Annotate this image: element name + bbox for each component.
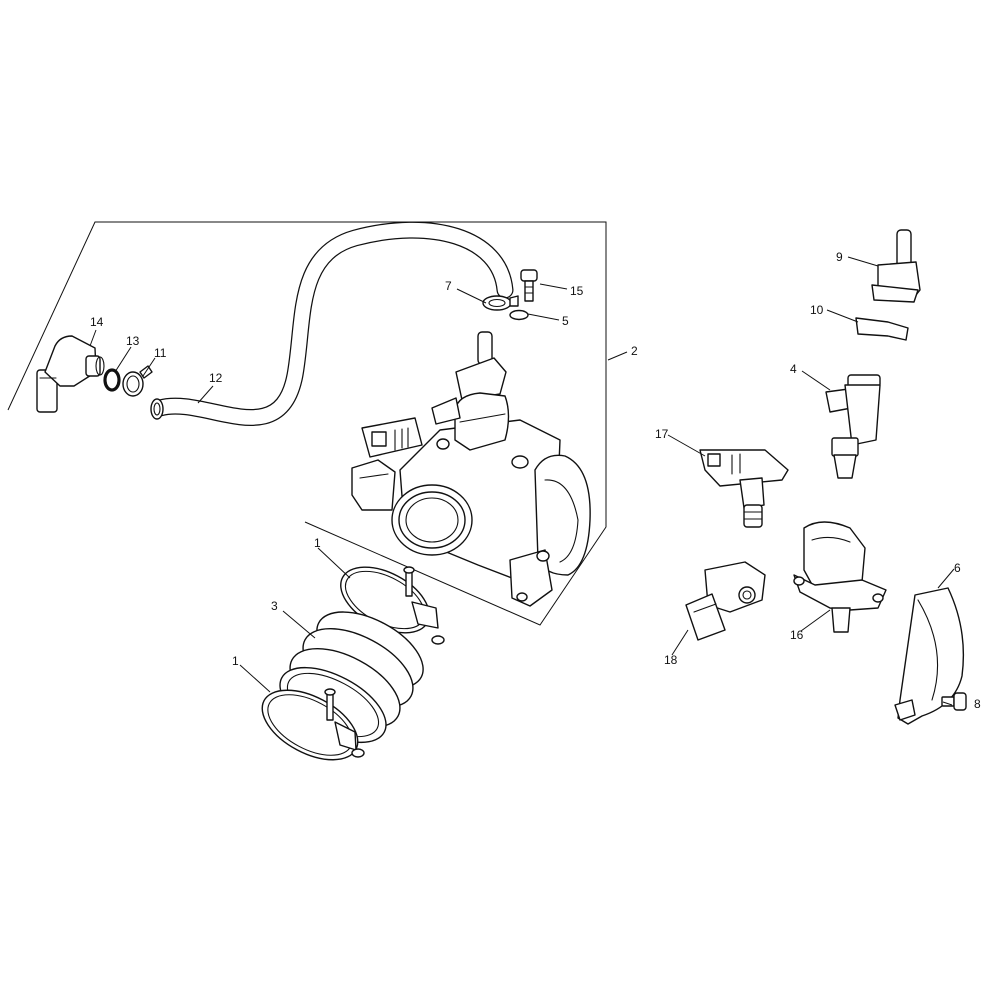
part-9-injector-fitting (871, 229, 921, 303)
part-5-washer (509, 309, 529, 321)
callout-5: 5 (562, 314, 569, 328)
callout-3: 3 (271, 599, 278, 613)
callout-6: 6 (954, 561, 961, 575)
part-17-map-sensor (699, 449, 789, 528)
part-8-screw (941, 692, 967, 711)
callout-8: 8 (974, 697, 981, 711)
assembly-frame (7, 221, 607, 626)
callout-2: 2 (631, 344, 638, 358)
callout-7: 7 (445, 279, 452, 293)
callout-12: 12 (209, 371, 223, 385)
callout-9: 9 (836, 250, 843, 264)
part-14-elbow-fitting (36, 335, 105, 413)
callout-15: 15 (570, 284, 584, 298)
callout-11: 11 (154, 346, 167, 360)
part-6-throttle-cover (894, 587, 965, 725)
part-4-fuel-injector (825, 374, 881, 479)
callout-14: 14 (90, 315, 104, 329)
part-13-o-ring (103, 368, 121, 392)
part-11-hose-clamp (122, 365, 153, 397)
callout-1-lower: 1 (232, 654, 239, 668)
part-7-clamp (482, 295, 519, 311)
part-12-hose (150, 221, 514, 426)
part-1-band-clamp-lower (261, 688, 365, 761)
part-3-intake-boot (279, 611, 424, 744)
part-10-clip (855, 317, 909, 341)
callout-4: 4 (790, 362, 797, 376)
leader-lines (89, 256, 955, 706)
callout-17: 17 (655, 427, 669, 441)
callout-16: 16 (790, 628, 804, 642)
callout-10: 10 (810, 303, 824, 317)
callout-13: 13 (126, 334, 140, 348)
part-2-throttle-body (351, 331, 591, 607)
part-18-tps-sensor (685, 561, 766, 641)
callout-18: 18 (664, 653, 678, 667)
part-16-idle-actuator (793, 521, 887, 633)
part-15-screw (520, 269, 538, 302)
callout-1-upper: 1 (314, 536, 321, 550)
